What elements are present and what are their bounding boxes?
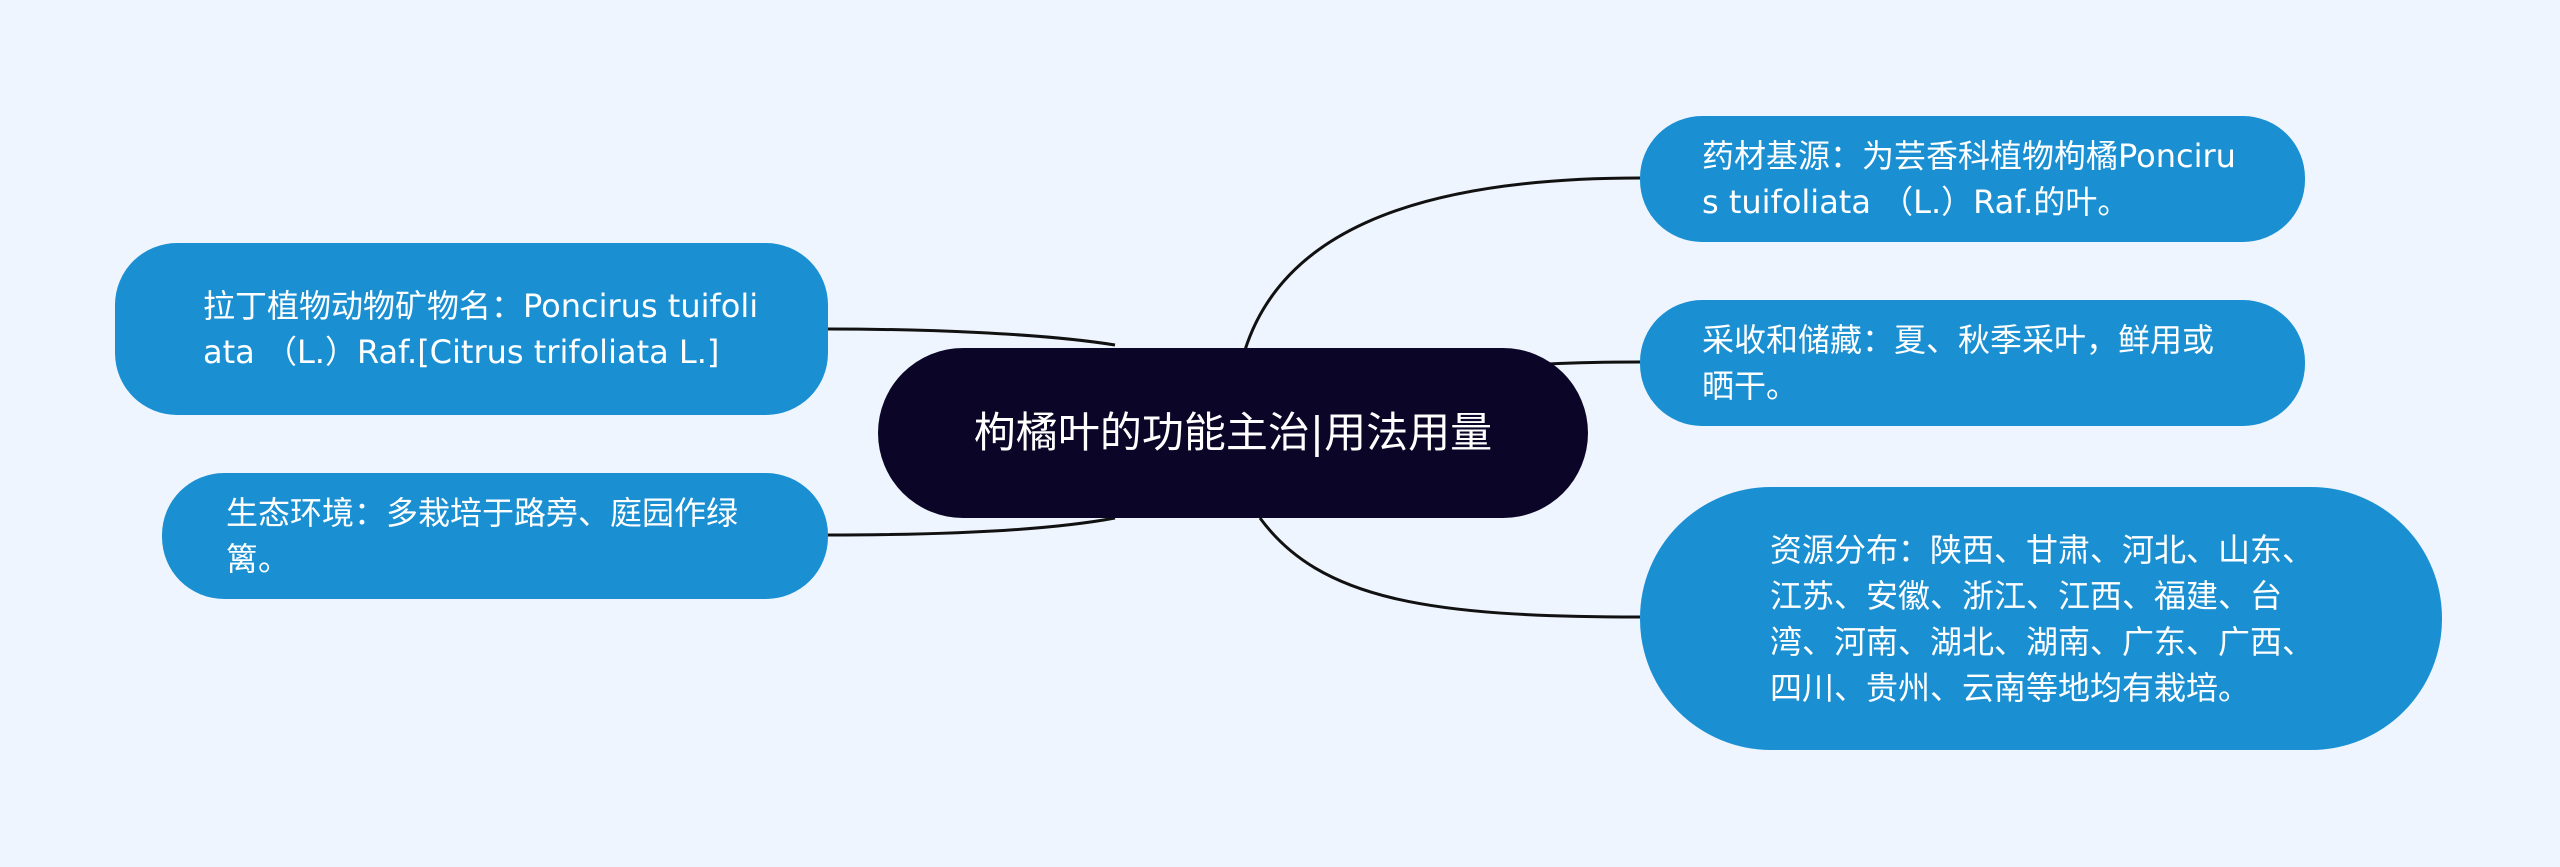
branch-habitat[interactable]: 生态环境：多栽培于路旁、庭园作绿篱。: [162, 473, 828, 599]
connector-harvest: [1547, 360, 1641, 366]
branch-latin-name[interactable]: 拉丁植物动物矿物名：Poncirus tuifoliata （L.）Raf.[C…: [115, 243, 828, 415]
branch-source[interactable]: 药材基源：为芸香科植物枸橘Poncirus tuifoliata （L.）Raf…: [1640, 116, 2305, 242]
branch-distribution-label: 资源分布：陕西、甘肃、河北、山东、江苏、安徽、浙江、江西、福建、台湾、河南、湖北…: [1770, 530, 2315, 707]
branch-harvest[interactable]: 采收和储藏：夏、秋季采叶，鲜用或晒干。: [1640, 300, 2305, 426]
branch-habitat-label: 生态环境：多栽培于路旁、庭园作绿篱。: [226, 494, 739, 578]
connector-latin-name: [827, 327, 1116, 347]
branch-harvest-label: 采收和储藏：夏、秋季采叶，鲜用或晒干。: [1702, 321, 2215, 405]
branch-latin-name-label: 拉丁植物动物矿物名：Poncirus tuifoliata （L.）Raf.[C…: [203, 287, 759, 371]
connector-habitat: [827, 516, 1116, 537]
branch-distribution[interactable]: 资源分布：陕西、甘肃、河北、山东、江苏、安徽、浙江、江西、福建、台湾、河南、湖北…: [1640, 487, 2442, 750]
root-topic[interactable]: 枸橘叶的功能主治|用法用量: [878, 348, 1588, 518]
root-topic-label: 枸橘叶的功能主治|用法用量: [973, 408, 1493, 457]
branch-source-label: 药材基源：为芸香科植物枸橘Poncirus tuifoliata （L.）Raf…: [1702, 137, 2236, 221]
connector-source: [1243, 176, 1641, 351]
connector-distribution: [1258, 517, 1641, 619]
